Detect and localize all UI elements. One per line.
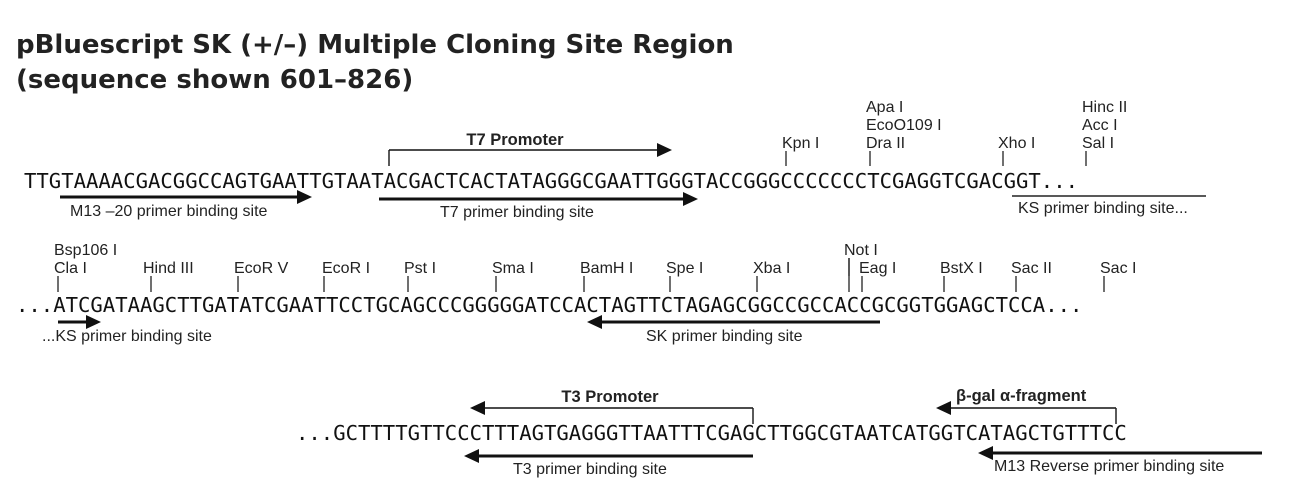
site-label-sal-2: Acc I — [1082, 117, 1118, 134]
site-label-not-1: Not I — [844, 242, 878, 259]
feature-label-t7-promoter: T7 Promoter — [466, 131, 564, 149]
site-label-bstx-1: BstX I — [940, 260, 983, 277]
site-label-ecorv-1: EcoR V — [234, 260, 289, 277]
site-label-sacii-1: Sac II — [1011, 260, 1052, 277]
site-label-saci-1: Sac I — [1100, 260, 1136, 277]
site-label-hind-1: Hind III — [143, 260, 194, 277]
feature-label-ks-primer-1: KS primer binding site... — [1018, 200, 1188, 217]
sk-primer-arrow — [587, 315, 880, 329]
feature-label-t3-promoter: T3 Promoter — [561, 388, 659, 406]
site-label-ecori-1: EcoR I — [322, 260, 370, 277]
feature-label-bgal: β-gal α-fragment — [956, 387, 1087, 405]
site-label-apa-3: Dra II — [866, 135, 905, 152]
site-bstx: BstX I — [940, 260, 983, 292]
feature-label-t7-primer: T7 primer binding site — [440, 204, 594, 221]
site-ecori: EcoR I — [322, 260, 370, 292]
feature-label-sk-primer: SK primer binding site — [646, 328, 803, 345]
site-saci: Sac I — [1100, 260, 1136, 292]
diagram-title: pBluescript SK (+/–) Multiple Cloning Si… — [16, 30, 734, 60]
site-label-bamh-1: BamH I — [580, 260, 633, 277]
site-label-kpn-1: Kpn I — [782, 135, 819, 152]
site-bamh: BamH I — [580, 260, 633, 292]
site-label-xho-1: Xho I — [998, 135, 1035, 152]
site-label-apa-2: EcoO109 I — [866, 117, 942, 134]
site-label-pst-1: Pst I — [404, 260, 436, 277]
site-xho: Xho I — [998, 135, 1035, 166]
feature-label-t3-primer: T3 primer binding site — [513, 461, 667, 478]
site-label-sma-1: Sma I — [492, 260, 534, 277]
site-pst: Pst I — [404, 260, 436, 292]
dna-sequence-row-3: ...GCTTTTGTTCCCTTTAGTGAGGGTTAATTTCGAGCTT… — [296, 421, 1127, 445]
site-label-xba-1: Xba I — [753, 260, 790, 277]
m13-20-primer-arrow — [60, 190, 312, 204]
site-kpn: Kpn I — [782, 135, 819, 166]
site-label-apa-1: Apa I — [866, 99, 903, 116]
site-hind: Hind III — [143, 260, 194, 292]
site-sacii: Sac II — [1011, 260, 1052, 292]
bgal-arrow — [936, 401, 1116, 415]
feature-label-ks-primer-2: ...KS primer binding site — [42, 328, 212, 345]
site-label-spe-1: Spe I — [666, 260, 703, 277]
site-label-cla-2: Cla I — [54, 260, 87, 277]
site-spe: Spe I — [666, 260, 703, 292]
t3-primer-arrow — [464, 449, 753, 463]
ks-primer-2-arrow — [58, 315, 101, 329]
dna-sequence-row-2: ...ATCGATAAGCTTGATATCGAATTCCTGCAGCCCGGGG… — [16, 293, 1082, 317]
t7-promoter-arrow — [389, 143, 672, 157]
site-label-sal-1: Hinc II — [1082, 99, 1127, 116]
feature-label-m13rev: M13 Reverse primer binding site — [994, 458, 1224, 475]
m13rev-arrow — [978, 446, 1262, 460]
site-ecorv: EcoR V — [234, 260, 289, 292]
t7-primer-arrow — [379, 192, 698, 206]
site-label-cla-1: Bsp106 I — [54, 242, 117, 259]
site-xba: Xba I — [753, 260, 790, 292]
dna-sequence-row-1: TTGTAAAACGACGGCCAGTGAATTGTAATACGACTCACTA… — [24, 169, 1078, 193]
diagram-subtitle: (sequence shown 601–826) — [16, 65, 414, 95]
site-label-eag-1: Eag I — [859, 260, 896, 277]
t3-promoter-arrow — [470, 401, 753, 415]
site-eag: Eag I — [859, 260, 896, 292]
site-sma: Sma I — [492, 260, 534, 292]
feature-label-m13-20: M13 –20 primer binding site — [70, 203, 268, 220]
site-label-sal-3: Sal I — [1082, 135, 1114, 152]
